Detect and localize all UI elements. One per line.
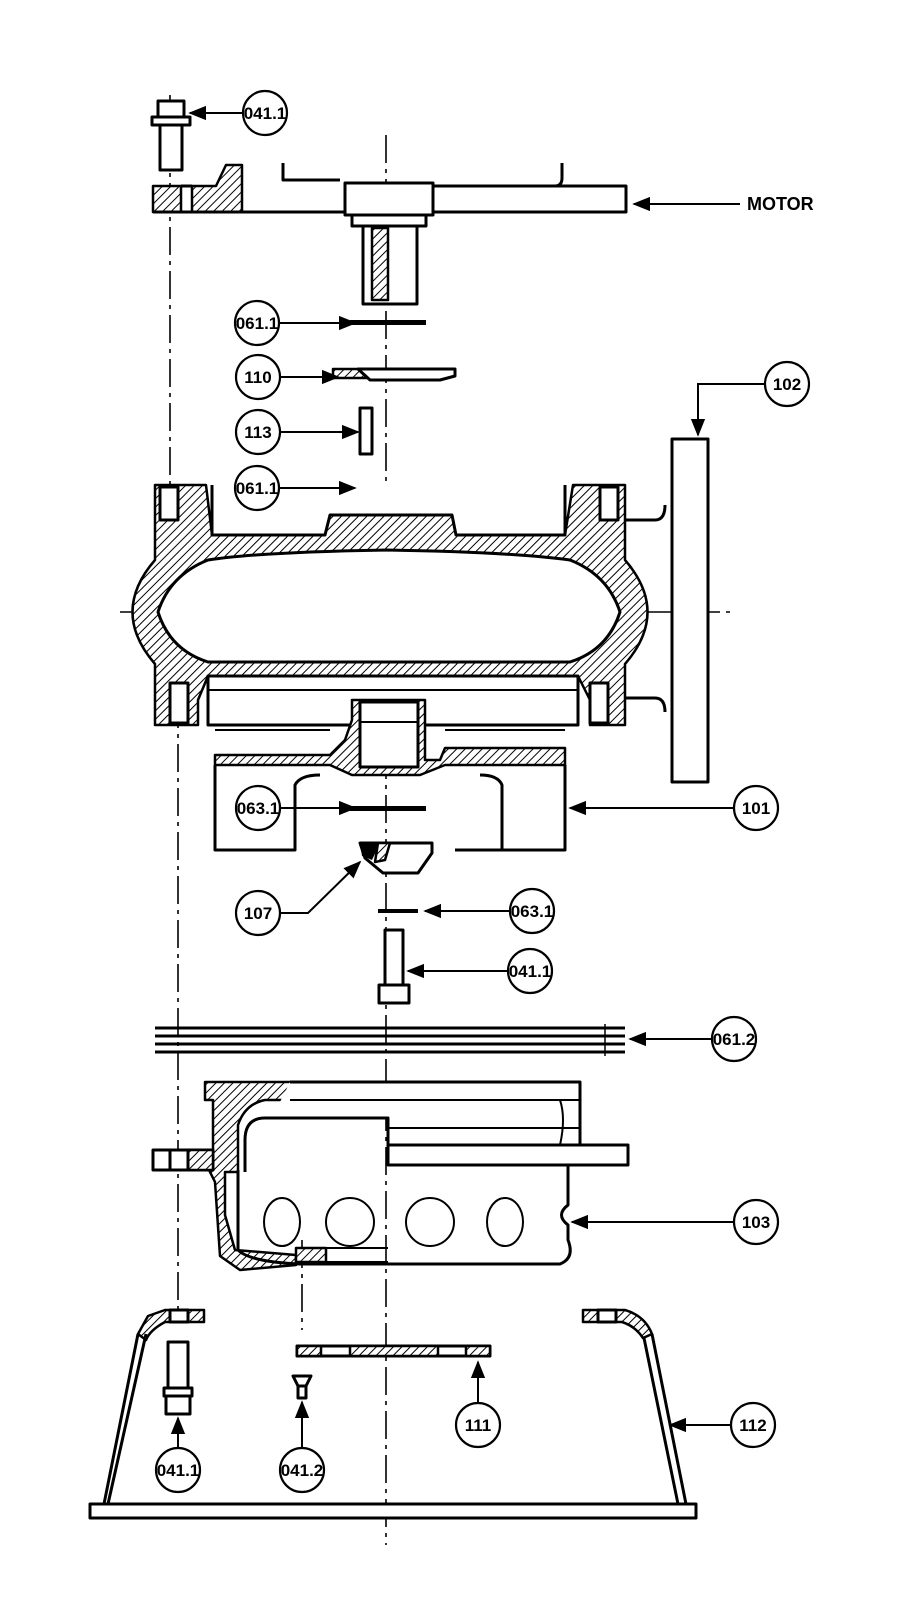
leader-lines xyxy=(170,105,767,1448)
callout-061-2: 061.2 xyxy=(710,1015,758,1063)
callout-041-1-bottom: 041.1 xyxy=(154,1446,202,1494)
seal-061-1-upper xyxy=(350,320,426,325)
suction-casing-103 xyxy=(151,1080,630,1272)
callout-113: 113 xyxy=(234,408,282,456)
gasket-stack-061-2 xyxy=(155,1024,625,1056)
mid-bolt xyxy=(377,928,411,1005)
pump-housing xyxy=(131,483,667,727)
motor-label: MOTOR xyxy=(747,194,814,214)
svg-text:107: 107 xyxy=(244,904,272,923)
callout-102: 102 xyxy=(763,360,811,408)
svg-text:111: 111 xyxy=(465,1416,492,1435)
callout-041-2: 041.2 xyxy=(278,1446,326,1494)
svg-text:041.1: 041.1 xyxy=(244,104,287,123)
callout-063-1-right: 063.1 xyxy=(508,887,556,935)
side-plate-102 xyxy=(670,437,710,784)
callout-107: 107 xyxy=(234,889,282,937)
plate-111 xyxy=(295,1344,492,1358)
callout-103: 103 xyxy=(732,1198,780,1246)
svg-text:102: 102 xyxy=(773,375,801,394)
callout-112: 112 xyxy=(729,1401,777,1449)
svg-text:063.1: 063.1 xyxy=(511,902,554,921)
svg-text:061.1: 061.1 xyxy=(236,314,279,333)
washer-110 xyxy=(331,367,457,382)
callout-110: 110 xyxy=(234,353,282,401)
key-113 xyxy=(358,406,374,456)
callout-041-1-mid: 041.1 xyxy=(506,947,554,995)
bottom-screw-041-2 xyxy=(291,1374,313,1400)
impeller xyxy=(213,698,567,852)
callout-061-1-lower: 061.1 xyxy=(233,464,281,512)
svg-text:113: 113 xyxy=(244,423,271,442)
callout-063-1-left: 063.1 xyxy=(234,784,282,832)
svg-text:041.1: 041.1 xyxy=(157,1461,200,1480)
seal-063-1-right xyxy=(378,909,418,913)
top-bolt xyxy=(150,99,192,172)
svg-text:061.2: 061.2 xyxy=(713,1030,756,1049)
svg-text:112: 112 xyxy=(739,1416,766,1435)
svg-text:103: 103 xyxy=(742,1213,770,1232)
svg-text:041.1: 041.1 xyxy=(509,962,552,981)
bottom-bolt-041-1 xyxy=(162,1340,194,1416)
svg-text:110: 110 xyxy=(244,368,271,387)
callout-061-1-upper: 061.1 xyxy=(233,299,281,347)
svg-text:063.1: 063.1 xyxy=(237,799,280,818)
base-stand-112 xyxy=(88,1308,698,1520)
callout-111: 111 xyxy=(454,1401,502,1449)
seal-063-1-left xyxy=(350,806,426,811)
callout-101: 101 xyxy=(732,784,780,832)
svg-text:061.1: 061.1 xyxy=(236,479,279,498)
svg-text:101: 101 xyxy=(742,799,770,818)
callout-041-1-top: 041.1 xyxy=(241,89,289,137)
svg-text:041.2: 041.2 xyxy=(281,1461,324,1480)
nose-cone-107 xyxy=(358,841,434,875)
motor-assembly xyxy=(151,163,628,306)
